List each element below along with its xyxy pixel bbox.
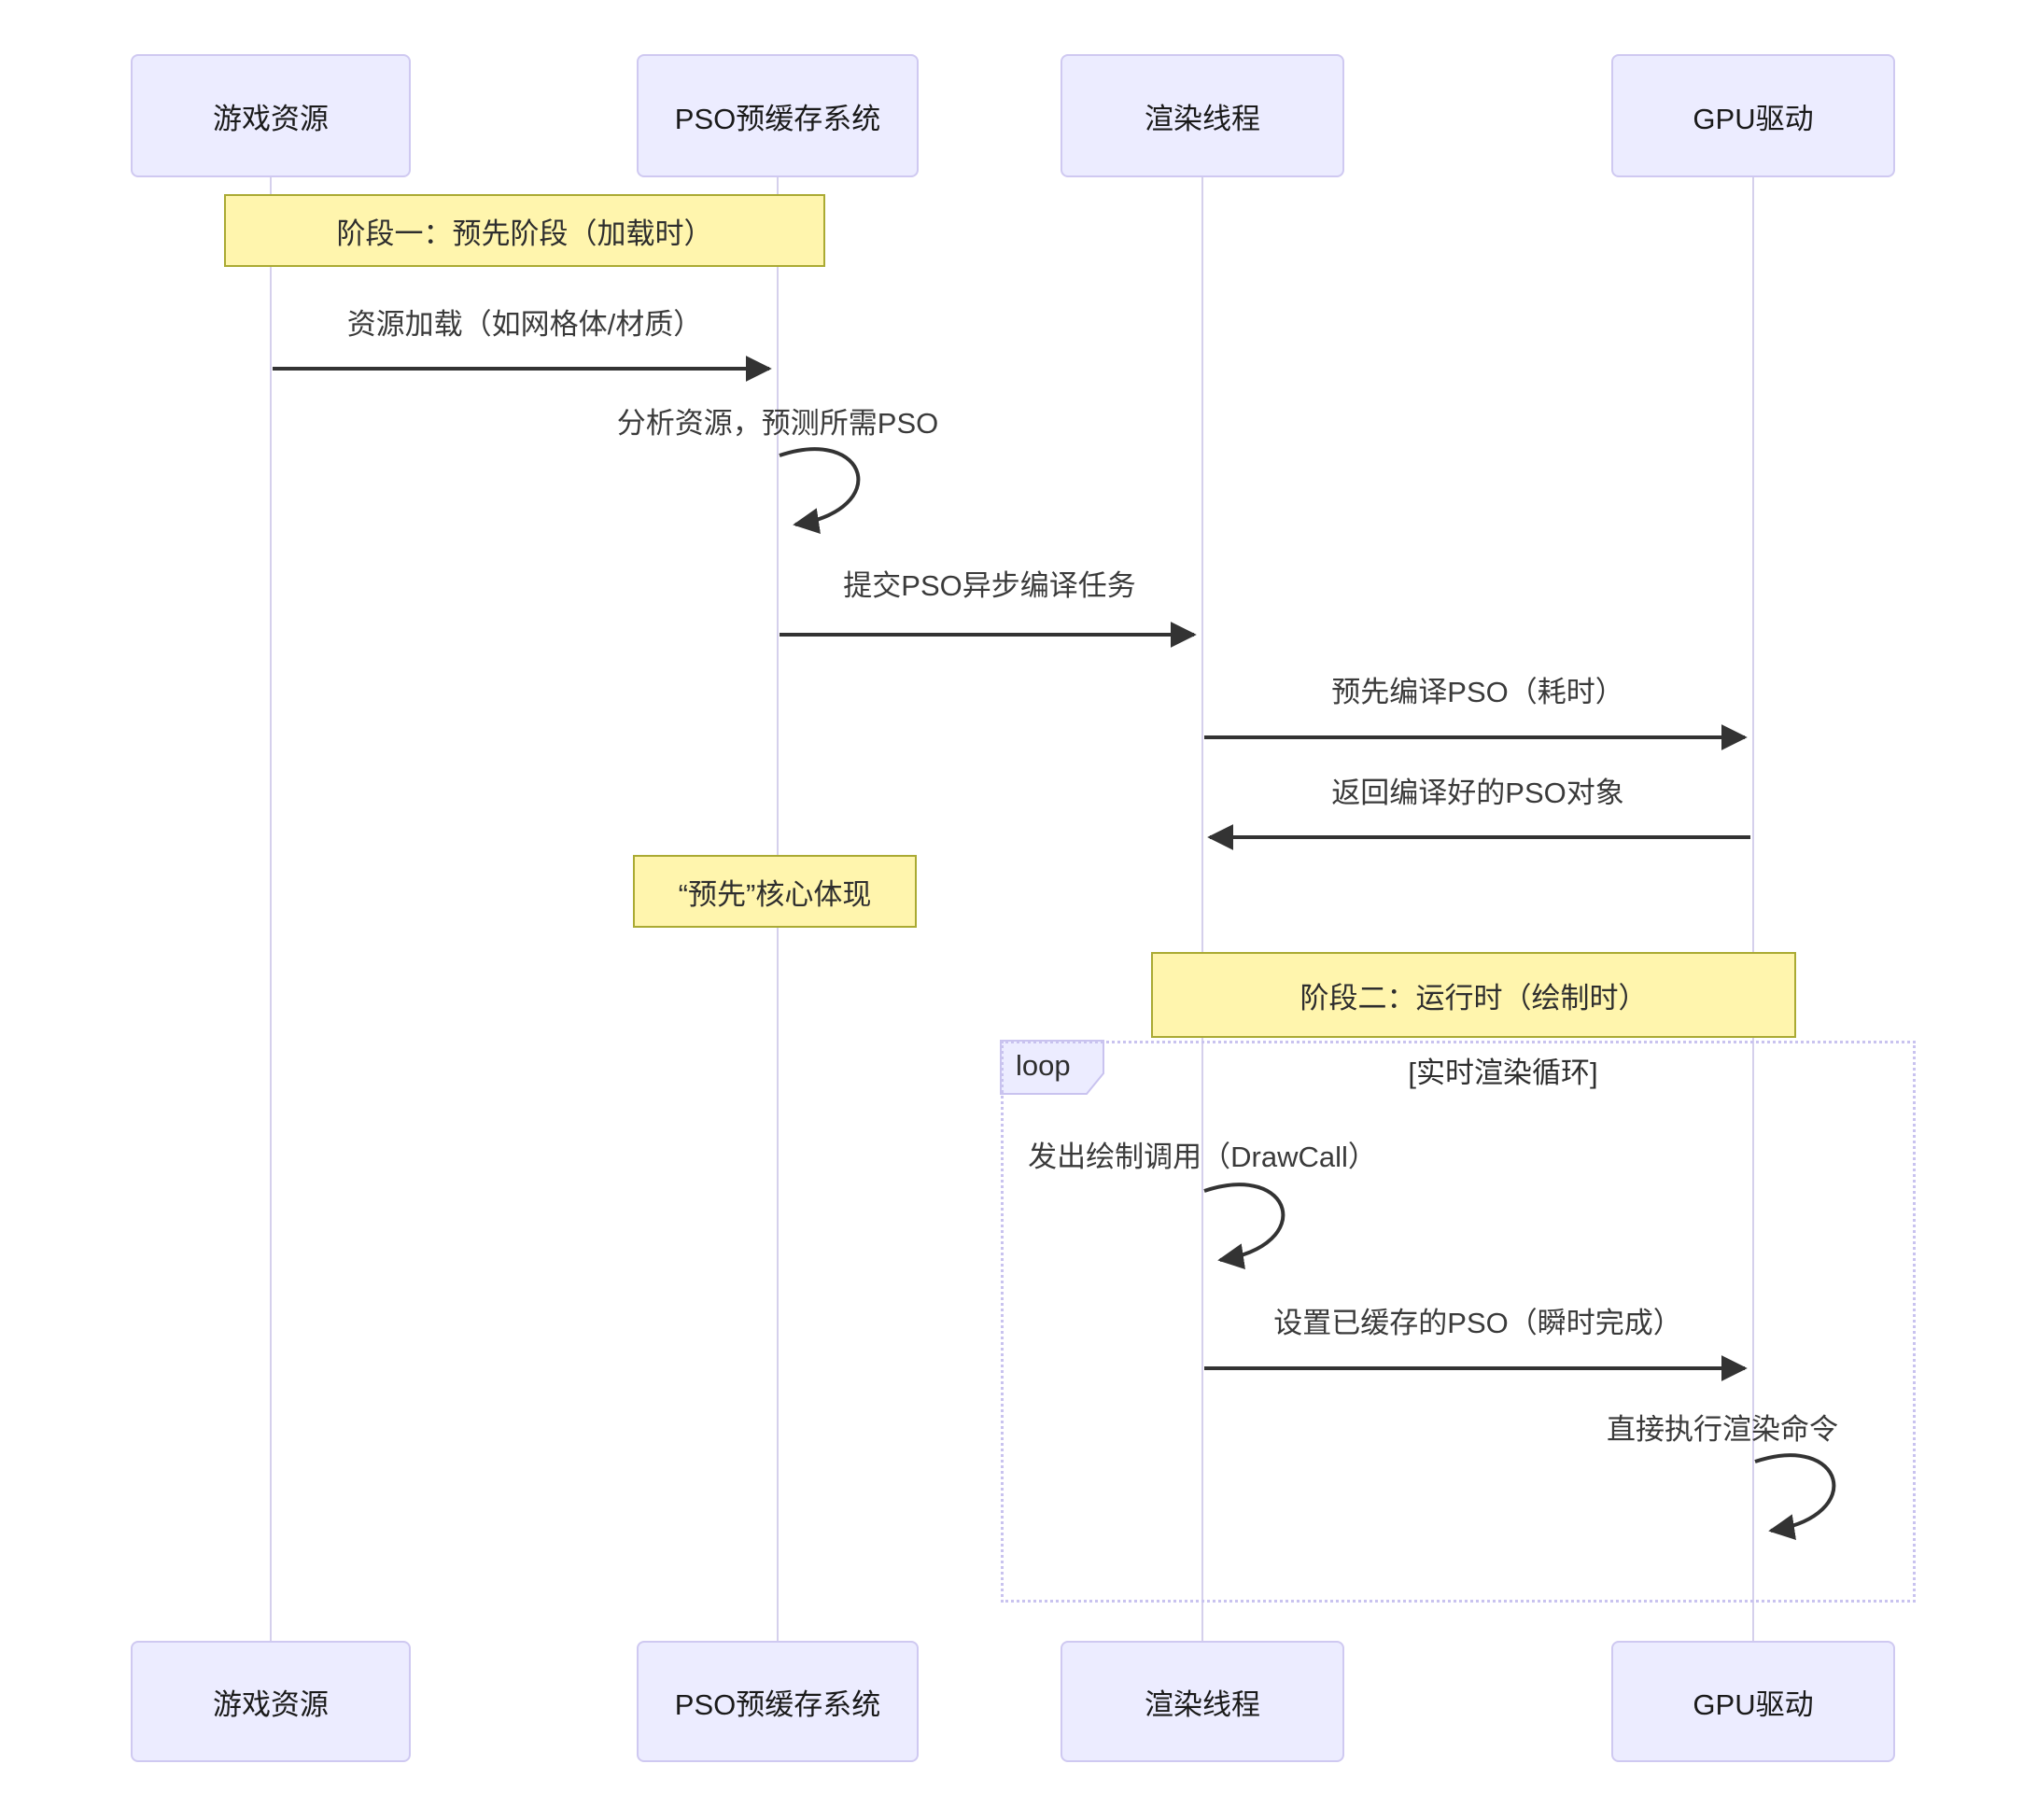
loop-condition: [实时渲染循环] bbox=[1408, 1057, 1598, 1089]
actor-label: 渲染线程 bbox=[1145, 1687, 1260, 1721]
message-label-submit-compile: 提交PSO异步编译任务 bbox=[843, 569, 1136, 602]
note-phase-one: 阶段一：预先阶段（加载时） bbox=[224, 194, 825, 267]
actor-top-render-thread: 渲染线程 bbox=[1061, 54, 1344, 177]
actor-label: GPU驱动 bbox=[1693, 102, 1814, 135]
note-text: 阶段二：运行时（绘制时） bbox=[1299, 981, 1648, 1015]
message-label-load-assets: 资源加载（如网格体/材质） bbox=[346, 308, 703, 341]
self-loop-execute-render bbox=[1754, 1453, 1836, 1541]
self-loop-drawcall bbox=[1203, 1183, 1285, 1270]
actor-label: GPU驱动 bbox=[1693, 1687, 1814, 1721]
actor-bottom-render-thread: 渲染线程 bbox=[1061, 1641, 1344, 1762]
message-label-return-pso: 返回编译好的PSO对象 bbox=[1331, 777, 1624, 809]
actor-top-game-assets: 游戏资源 bbox=[131, 54, 411, 177]
actor-top-gpu-driver: GPU驱动 bbox=[1611, 54, 1895, 177]
actor-label: PSO预缓存系统 bbox=[674, 102, 881, 135]
message-label-set-cached-pso: 设置已缓存的PSO（瞬时完成） bbox=[1273, 1307, 1682, 1339]
message-label-drawcall: 发出绘制调用（DrawCall） bbox=[1028, 1141, 1377, 1173]
actor-label: 游戏资源 bbox=[213, 1687, 329, 1721]
actor-label: PSO预缓存系统 bbox=[674, 1687, 881, 1721]
loop-label: loop bbox=[1016, 1049, 1071, 1082]
message-label-precompile-pso: 预先编译PSO（耗时） bbox=[1331, 676, 1624, 708]
actor-label: 游戏资源 bbox=[213, 102, 329, 135]
self-loop-analyze-assets bbox=[779, 447, 861, 535]
note-text: 阶段一：预先阶段（加载时） bbox=[336, 217, 713, 250]
actor-bottom-pso-cache: PSO预缓存系统 bbox=[637, 1641, 919, 1762]
message-label-analyze-assets: 分析资源，预测所需PSO bbox=[616, 407, 939, 440]
lifeline-gpu-driver bbox=[1752, 177, 1754, 1641]
lifeline-render-thread bbox=[1201, 177, 1203, 1641]
actor-top-pso-cache: PSO预缓存系统 bbox=[637, 54, 919, 177]
actor-bottom-gpu-driver: GPU驱动 bbox=[1611, 1641, 1895, 1762]
actor-bottom-game-assets: 游戏资源 bbox=[131, 1641, 411, 1762]
note-text: “预先”核心体现 bbox=[678, 877, 872, 911]
note-precache-core: “预先”核心体现 bbox=[633, 855, 917, 928]
actor-label: 渲染线程 bbox=[1145, 102, 1260, 135]
note-phase-two: 阶段二：运行时（绘制时） bbox=[1151, 952, 1796, 1038]
lifeline-game-assets bbox=[270, 177, 272, 1641]
message-label-execute-render: 直接执行渲染命令 bbox=[1607, 1413, 1838, 1446]
loop-frame bbox=[1001, 1041, 1916, 1603]
